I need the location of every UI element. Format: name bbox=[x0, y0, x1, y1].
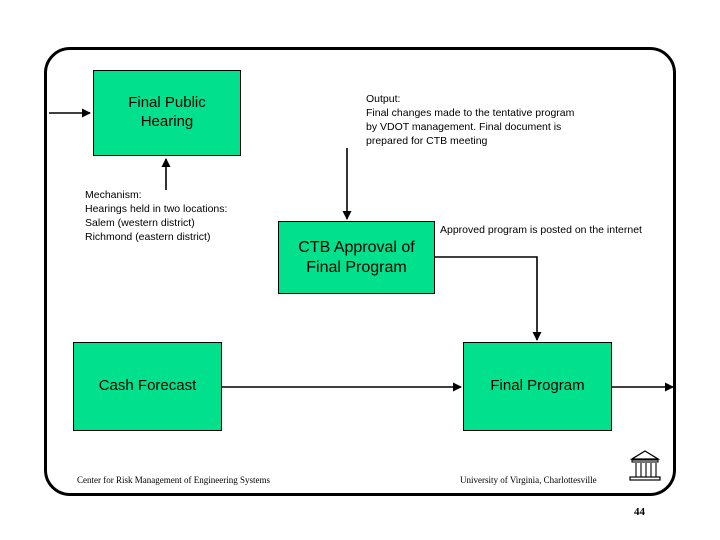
slide-border-frame bbox=[44, 47, 676, 496]
annotation-mechanism: Mechanism: Hearings held in two location… bbox=[85, 189, 228, 243]
box-ctb-approval-line1: CTB Approval of bbox=[298, 238, 415, 256]
box-ctb-approval-final-program[interactable]: CTB Approval of Final Program bbox=[278, 221, 435, 294]
box-final-public-hearing-line1: Final Public bbox=[128, 94, 206, 112]
page-number: 44 bbox=[634, 506, 645, 518]
uva-rotunda-icon bbox=[629, 450, 661, 481]
box-final-program-label: Final Program bbox=[490, 377, 585, 395]
footer-organization: Center for Risk Management of Engineerin… bbox=[77, 475, 270, 485]
box-final-program[interactable]: Final Program bbox=[463, 342, 612, 431]
annotation-internet-posting: Approved program is posted on the intern… bbox=[440, 224, 642, 236]
box-cash-forecast[interactable]: Cash Forecast bbox=[73, 342, 222, 431]
box-final-public-hearing[interactable]: Final Public Hearing bbox=[93, 70, 241, 156]
annotation-output: Output: Final changes made to the tentat… bbox=[366, 93, 575, 147]
footer-university: University of Virginia, Charlottesville bbox=[460, 475, 597, 485]
box-final-public-hearing-line2: Hearing bbox=[140, 113, 194, 130]
box-ctb-approval-line2: Final Program bbox=[306, 258, 407, 276]
box-cash-forecast-label: Cash Forecast bbox=[98, 377, 197, 395]
